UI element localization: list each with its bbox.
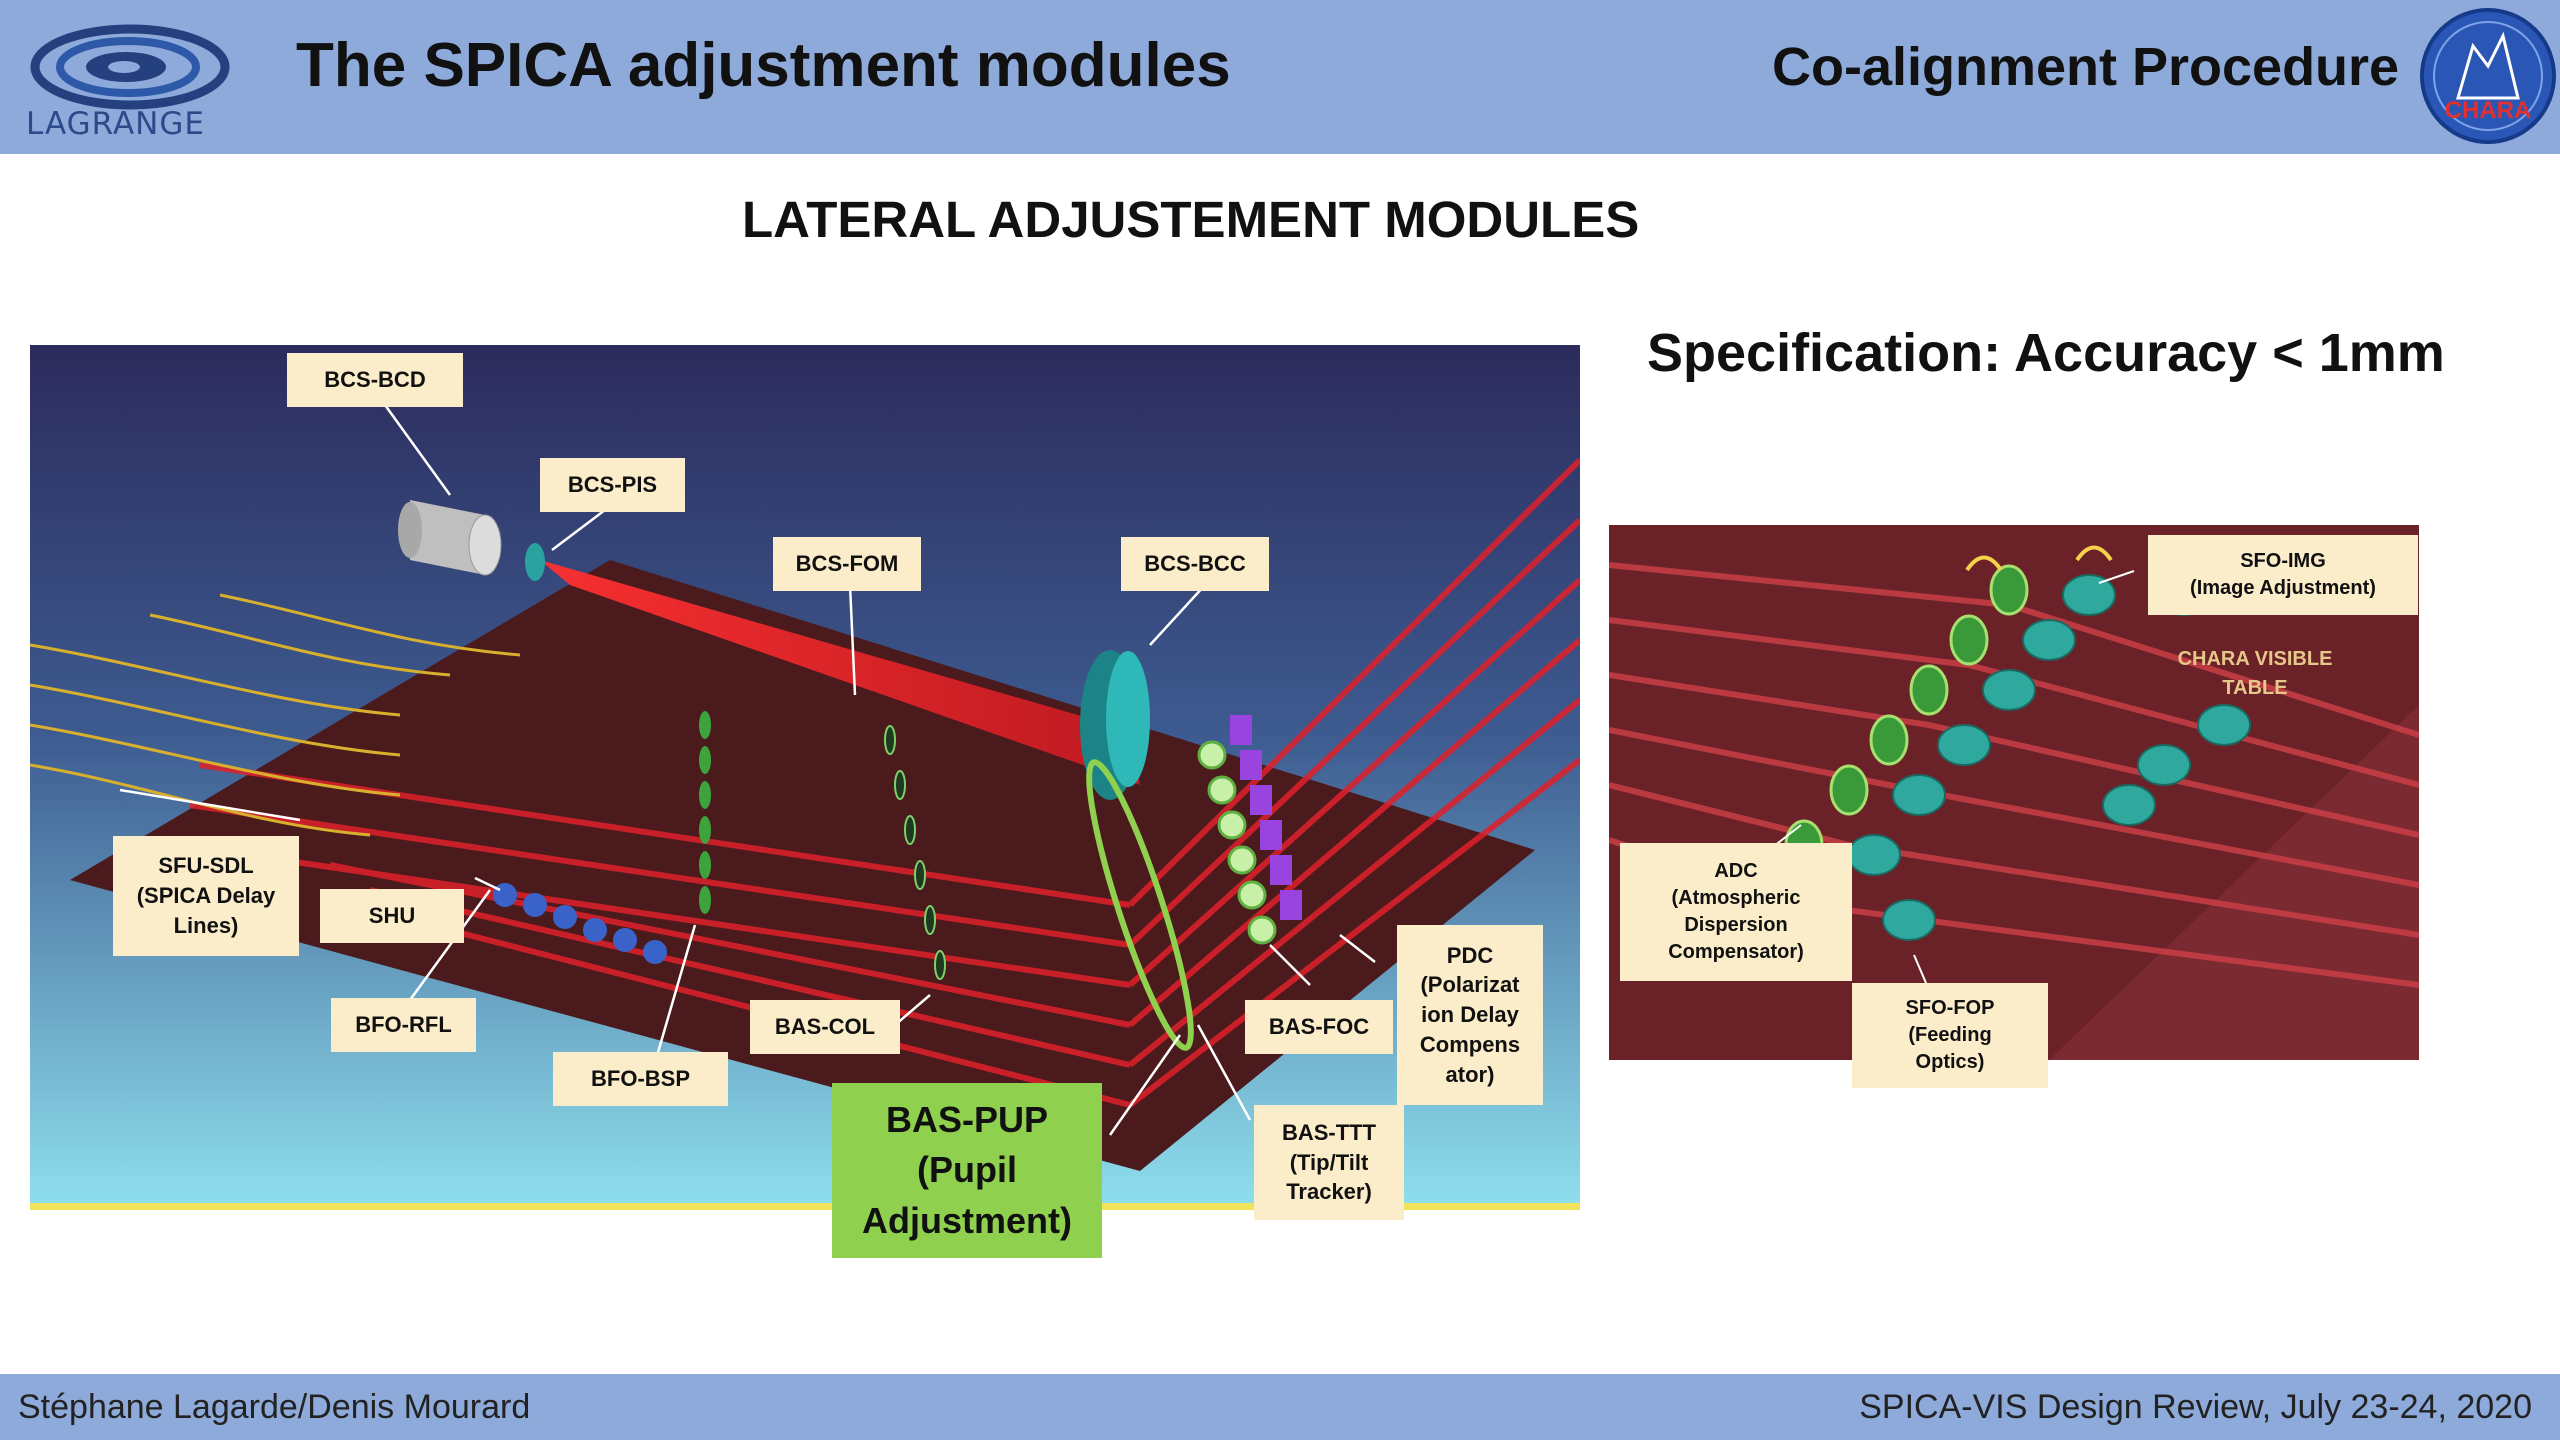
pdc-components	[1230, 715, 1302, 920]
lagrange-logo-text: LAGRANGE	[26, 106, 205, 142]
bcs-bcd-component	[398, 500, 502, 576]
bfo-bsp-splitters	[699, 711, 711, 914]
label-shu: SHU	[320, 889, 464, 943]
label-bas-foc: BAS-FOC	[1245, 1000, 1393, 1054]
page-title: The SPICA adjustment modules	[296, 31, 1231, 100]
spica-layout-diagram	[30, 345, 1580, 1210]
chara-logo-text: CHARA	[2445, 97, 2532, 124]
label-bfo-rfl: BFO-RFL	[331, 998, 476, 1052]
specification-text: Specification: Accuracy < 1mm	[1647, 323, 2445, 383]
bas-foc-lenses	[1197, 740, 1277, 945]
label-bcs-bcc: BCS-BCC	[1121, 537, 1269, 591]
bfo-rfl-mirrors	[493, 883, 667, 964]
label-bfo-bsp: BFO-BSP	[553, 1052, 728, 1106]
calibration-beam-cone	[540, 560, 1140, 785]
label-bcs-pis: BCS-PIS	[540, 458, 685, 512]
adc-prisms	[1784, 564, 2029, 871]
chara-visible-table-label: CHARA VISIBLE TABLE	[2177, 648, 2333, 699]
bottom-edge	[30, 1203, 1580, 1210]
bas-col-lenses	[884, 725, 946, 980]
footer-event: SPICA-VIS Design Review, July 23-24, 202…	[1859, 1388, 2532, 1426]
subtitle: LATERAL ADJUSTEMENT MODULES	[742, 191, 1640, 248]
header-bar	[0, 0, 2560, 154]
footer-bar	[0, 1374, 2560, 1440]
label-bas-col: BAS-COL	[750, 1000, 900, 1054]
optical-table	[70, 560, 1535, 1171]
rotation-arrows-icon	[1965, 545, 2113, 572]
footer-authors: Stéphane Lagarde/Denis Mourard	[18, 1388, 531, 1426]
bcs-bcc-lens	[1080, 650, 1150, 800]
label-bcs-bcd: BCS-BCD	[287, 353, 463, 407]
label-bcs-fom: BCS-FOM	[773, 537, 921, 591]
section-title: Co-alignment Procedure	[1772, 37, 2400, 97]
delay-line-fibers	[30, 593, 521, 837]
lagrange-logo-icon	[30, 24, 230, 110]
pointer-lines	[119, 404, 1376, 1136]
chara-logo-icon: CHARA	[2420, 8, 2556, 144]
label-sfo-img: SFO-IMG(Image Adjustment)	[2148, 535, 2418, 615]
bas-pup-ellipse	[1086, 759, 1194, 1051]
bcs-pis-component	[525, 543, 545, 581]
